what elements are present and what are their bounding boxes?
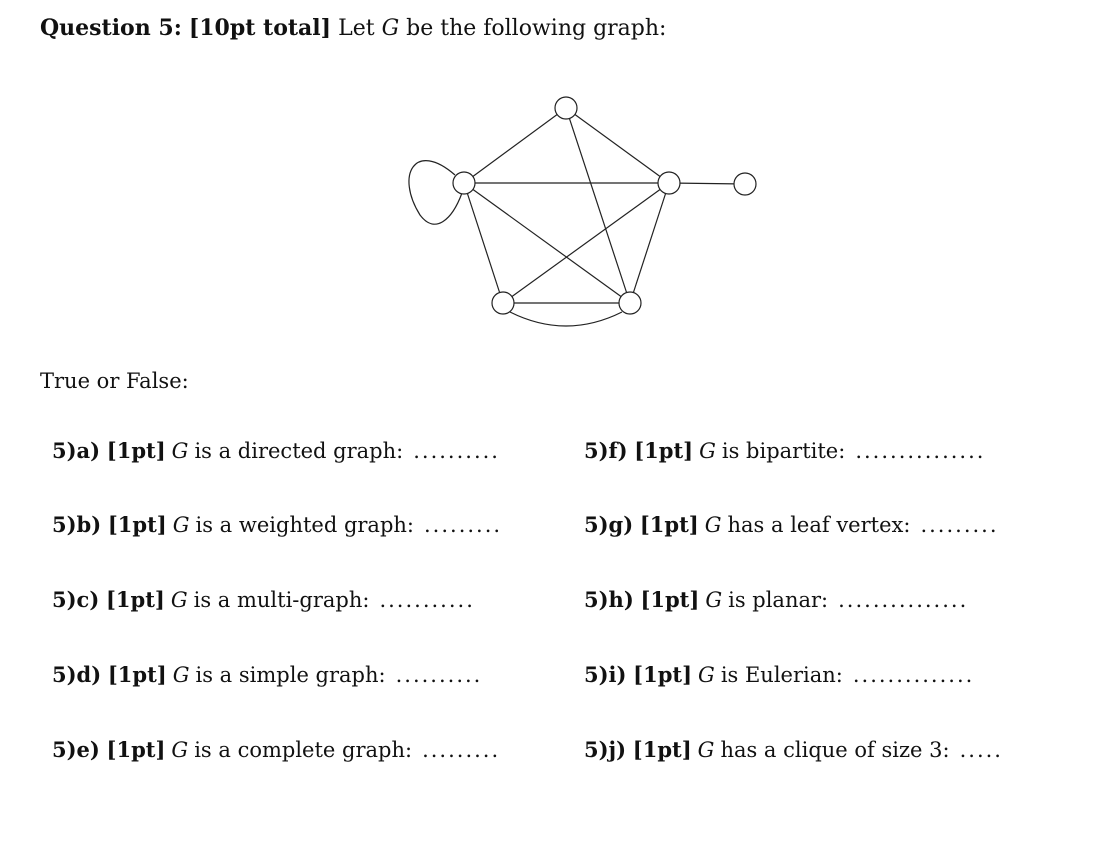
item-text: is planar: [728,588,829,612]
item-var: G [172,513,190,537]
item-label: 5)e) [52,737,100,762]
item-text: is a simple graph: [195,663,386,687]
item-var: G [697,738,715,762]
item-var: G [698,663,715,687]
item-points: [1pt] [640,587,700,612]
item-5h: 5)h) [1pt] G is planar: ............... [584,585,1004,615]
item-points: [1pt] [639,512,699,537]
item-text: is a directed graph: [194,439,404,463]
edge-upper-left-bottom-right [463,182,631,304]
item-points: [1pt] [107,512,167,537]
question-number: Question 5: [40,15,182,41]
edge-upper-right-pendant [668,182,746,185]
item-label: 5)g) [584,512,634,537]
item-5j: 5)j) [1pt] G has a clique of size 3: ...… [584,735,1004,765]
item-points: [1pt] [106,438,166,463]
item-text: is bipartite: [721,439,846,463]
item-5b: 5)b) [1pt] G is a weighted graph: ......… [52,510,502,540]
item-5f: 5)f) [1pt] G is bipartite: .............… [584,436,1004,466]
item-var: G [705,588,723,612]
item-var: G [170,588,188,612]
question-post: be the following graph: [406,16,667,41]
item-label: 5)d) [52,662,102,687]
edge-upper-right-bottom-right [629,182,670,304]
item-points: [1pt] [106,737,166,762]
edge-top-bottom-right [565,107,631,304]
item-var: G [171,738,189,762]
item-label: 5)j) [584,737,627,762]
item-5i: 5)i) [1pt] G is Eulerian: .............. [584,660,1004,690]
item-5g: 5)g) [1pt] G has a leaf vertex: ........… [584,510,1004,540]
edge-top-upper-left [463,107,567,184]
item-points: [1pt] [105,587,165,612]
vertex-pendant [733,172,757,196]
item-points: [1pt] [634,438,694,463]
item-text: is a multi-graph: [193,588,370,612]
edge-loop [408,160,463,225]
answer-blank[interactable]: ........... [379,588,475,612]
answer-blank[interactable]: .............. [852,663,975,687]
item-var: G [172,663,190,687]
answer-blank[interactable]: ............... [855,439,986,463]
question-pre: Let [338,16,375,41]
question-title: Question 5: [10pt total] Let G be the fo… [40,12,666,45]
answer-blank[interactable]: ..... [959,738,1003,762]
item-label: 5)i) [584,662,627,687]
item-points: [1pt] [107,662,167,687]
vertex-bottom-right [618,291,642,315]
item-text: has a clique of size 3: [720,738,950,762]
item-var: G [699,439,716,463]
item-var: G [171,439,189,463]
item-5e: 5)e) [1pt] G is a complete graph: ......… [52,735,502,765]
item-text: is a complete graph: [194,738,413,762]
item-5a: 5)a) [1pt] G is a directed graph: ......… [52,436,502,466]
item-label: 5)c) [52,587,100,612]
vertex-upper-right [657,171,681,195]
answer-blank[interactable]: .......... [413,439,500,463]
vertex-bottom-left [491,291,515,315]
item-label: 5)h) [584,587,634,612]
item-text: has a leaf vertex: [727,513,911,537]
vertex-upper-left [452,171,476,195]
item-var: G [704,513,722,537]
edge-top-upper-right [565,107,670,184]
item-label: 5)a) [52,438,101,463]
answer-blank[interactable]: .......... [395,663,483,687]
item-points: [1pt] [632,737,692,762]
question-points: [10pt total] [188,15,332,41]
item-5d: 5)d) [1pt] G is a simple graph: ........… [52,660,502,690]
item-text: is Eulerian: [720,663,843,687]
item-label: 5)f) [584,438,628,463]
item-label: 5)b) [52,512,102,537]
item-points: [1pt] [633,662,693,687]
true-false-heading: True or False: [40,369,189,393]
edge-bottom-parallel-curve [509,311,623,327]
answer-blank[interactable]: ............... [838,588,969,612]
question-math-g: G [381,16,400,41]
item-text: is a weighted graph: [195,513,414,537]
answer-blank[interactable]: ......... [424,513,503,537]
vertex-top [554,96,578,120]
edge-upper-right-bottom-left [502,182,670,304]
item-5c: 5)c) [1pt] G is a multi-graph: .........… [52,585,502,615]
answer-blank[interactable]: ......... [920,513,999,537]
edge-upper-left-bottom-left [463,182,504,304]
answer-blank[interactable]: ......... [422,738,501,762]
